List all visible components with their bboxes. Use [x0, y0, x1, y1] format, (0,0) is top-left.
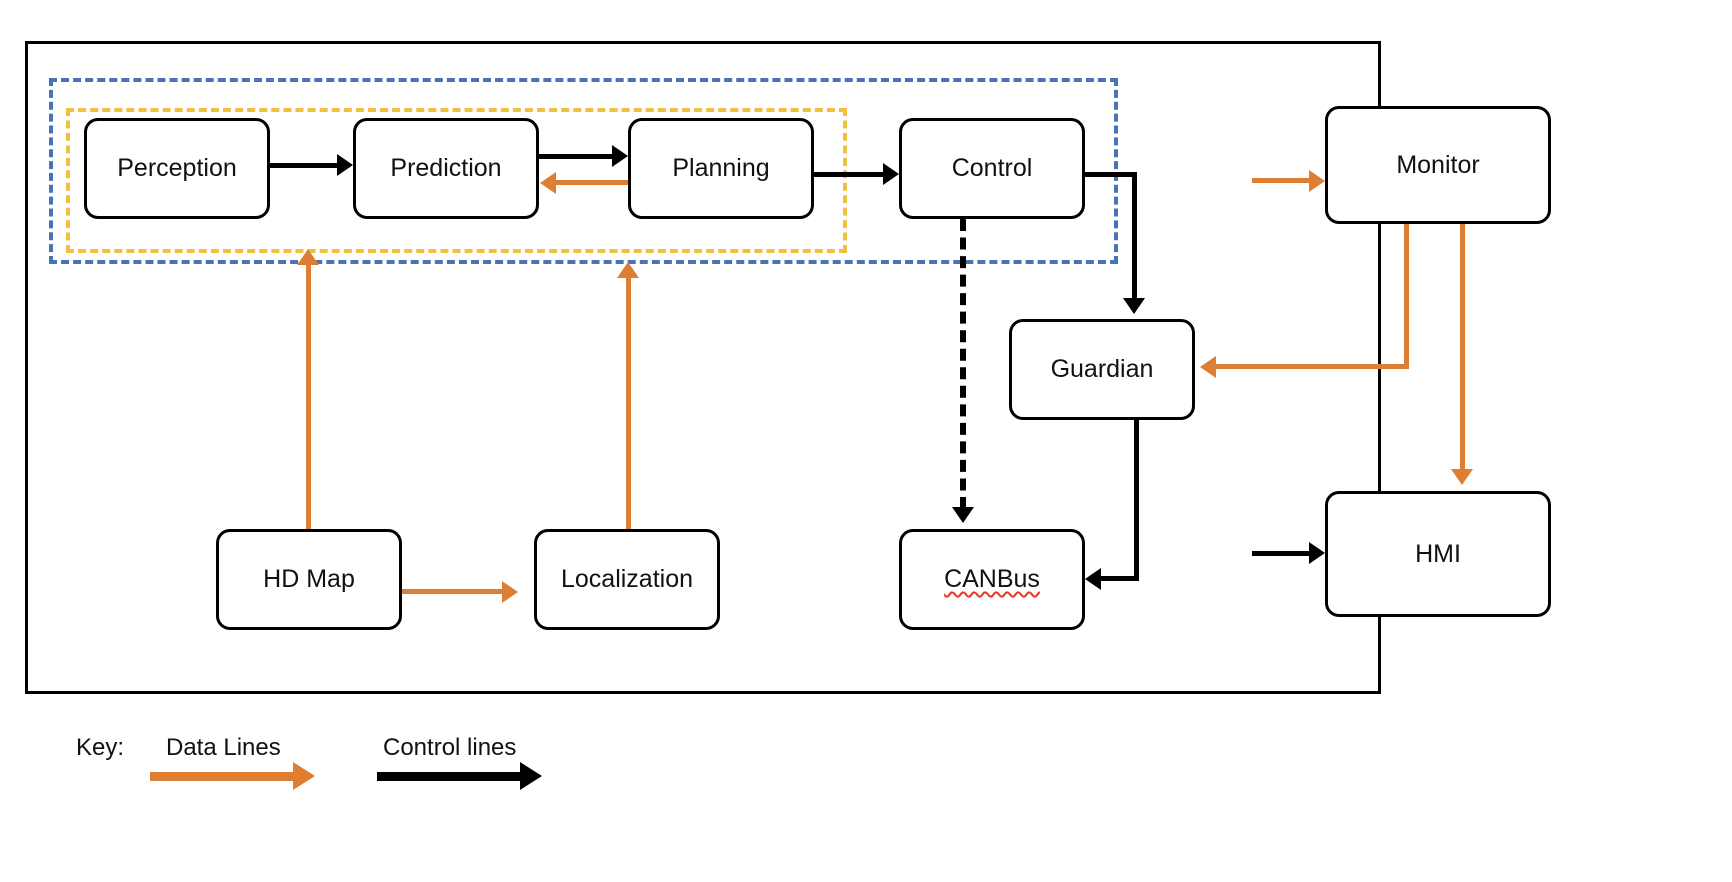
legend-data-lines-label: Data Lines [166, 734, 281, 761]
node-control-label: Control [951, 154, 1033, 182]
node-planning-label: Planning [672, 154, 770, 182]
node-monitor[interactable]: Monitor [1325, 106, 1551, 224]
node-hmi[interactable]: HMI [1325, 491, 1551, 617]
node-localization-label: Localization [560, 565, 694, 593]
node-guardian-label: Guardian [1050, 355, 1154, 383]
node-monitor-label: Monitor [1396, 150, 1480, 179]
node-perception-label: Perception [117, 154, 237, 182]
node-localization[interactable]: Localization [534, 529, 720, 630]
legend-key-label: Key: [76, 734, 125, 761]
node-perception[interactable]: Perception [84, 118, 270, 219]
node-control[interactable]: Control [899, 118, 1085, 219]
node-hmi-label: HMI [1415, 539, 1461, 568]
node-prediction-label: Prediction [390, 154, 502, 182]
legend-control-lines-label: Control lines [383, 734, 517, 761]
node-planning[interactable]: Planning [628, 118, 814, 219]
group-box-blue-dashed [49, 78, 1118, 264]
node-hd-map-label: HD Map [263, 565, 355, 593]
node-guardian[interactable]: Guardian [1009, 319, 1195, 420]
node-prediction[interactable]: Prediction [353, 118, 539, 219]
node-canbus-label: CANBus [944, 565, 1040, 593]
node-canbus[interactable]: CANBus [899, 529, 1085, 630]
node-hd-map[interactable]: HD Map [216, 529, 402, 630]
group-box-yellow-dashed [66, 108, 847, 253]
